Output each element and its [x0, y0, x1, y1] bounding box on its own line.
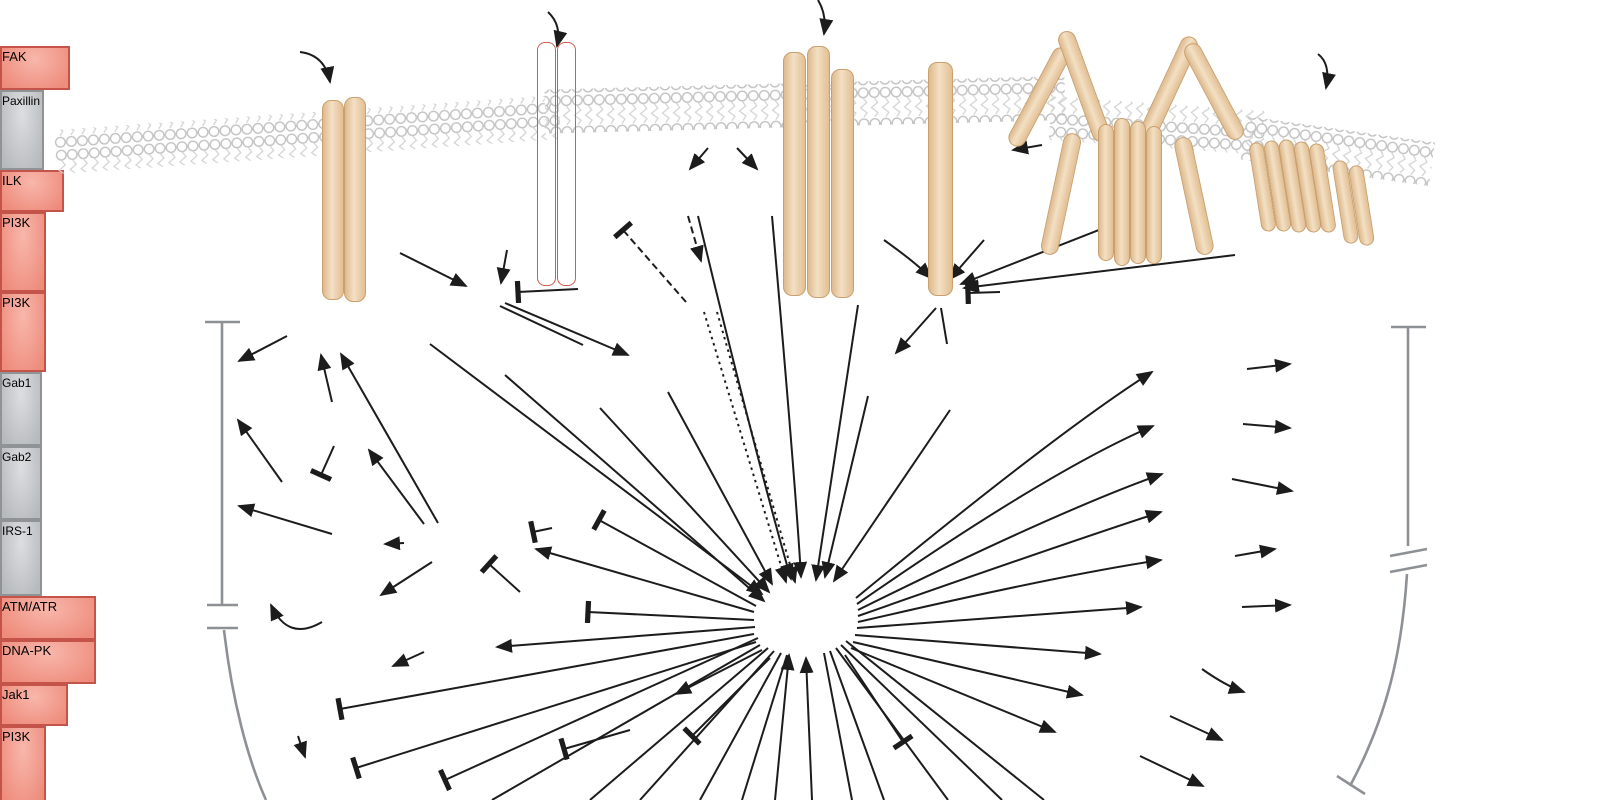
node-dna-pk: DNA-PK: [0, 640, 96, 684]
node-jak1: Jak1: [0, 684, 68, 726]
node-ilk: ILK: [0, 170, 64, 212]
node-pi3k-cytokine: PI3K: [0, 726, 46, 800]
node-paxillin: Paxillin: [0, 90, 44, 170]
node-irs1: IRS-1: [0, 520, 42, 596]
node-gab2: Gab2: [0, 446, 42, 520]
integrin-ligand: [0, 0, 40, 52]
node-atm-atr: ATM/ATR: [0, 596, 96, 640]
node-gab1: Gab1: [0, 372, 42, 446]
node-pi3k-rtk: PI3K: [0, 292, 46, 372]
node-fak: FAK: [0, 46, 70, 90]
node-pi3k-integrin: PI3K: [0, 212, 46, 292]
